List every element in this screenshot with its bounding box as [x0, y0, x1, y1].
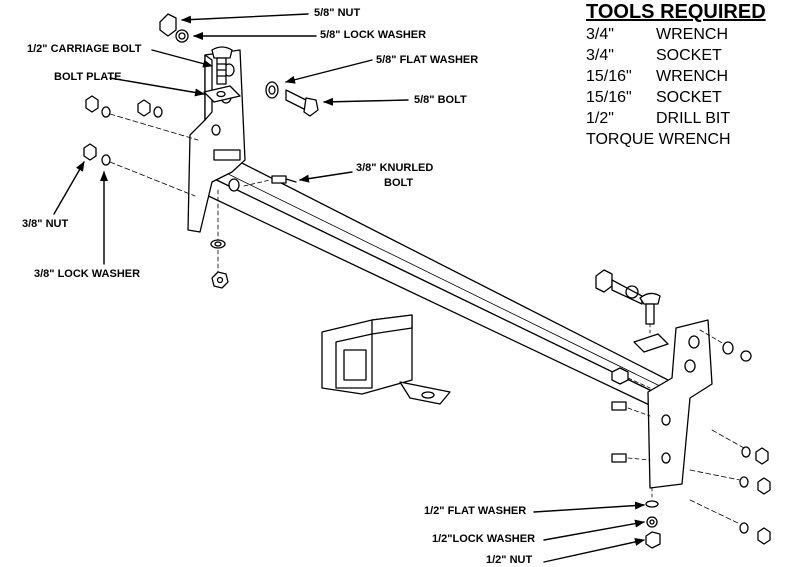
- callout-1-2-lock-washer: 1/2"LOCK WASHER: [432, 533, 536, 545]
- left-top-fasteners: [159, 13, 319, 117]
- tool-name: TORQUE WRENCH: [586, 131, 731, 148]
- callout-3-8-lock-washer: 3/8" LOCK WASHER: [34, 268, 141, 280]
- tool-item: 15/16" WRENCH: [586, 67, 728, 87]
- tool-item: 3/4" WRENCH: [586, 25, 728, 45]
- callout-5-8-lock-washer: 5/8" LOCK WASHER: [320, 29, 427, 41]
- tool-size: 3/4": [586, 47, 614, 64]
- tool-size: 15/16": [586, 68, 632, 85]
- bolt-plate-part: [203, 85, 241, 103]
- left-lower-fasteners: [210, 189, 229, 289]
- tool-item: 3/4" SOCKET: [586, 46, 722, 66]
- callout-1-2-flat-washer: 1/2" FLAT WASHER: [424, 505, 527, 517]
- tools-required-title: TOOLS REQUIRED: [586, 1, 766, 23]
- tool-item: 1/2" DRILL BIT: [586, 109, 730, 129]
- callout-3-8-knurled-bolt-line2: BOLT: [384, 177, 414, 189]
- receiver-box: [321, 314, 451, 405]
- right-top-fasteners: [595, 269, 752, 463]
- tool-name: WRENCH: [656, 26, 728, 43]
- tool-size: 15/16": [586, 89, 632, 106]
- right-bottom-fasteners: [645, 487, 661, 549]
- callout-3-8-knurled-bolt-line1: 3/8" KNURLED: [356, 162, 434, 174]
- left-side-nuts: [83, 95, 297, 197]
- tool-size: 1/2": [586, 110, 614, 127]
- callout-leaders: [53, 13, 645, 563]
- tool-name: SOCKET: [656, 47, 722, 64]
- callout-bolt-plate: BOLT PLATE: [54, 71, 122, 83]
- callout-3-8-nut: 3/8" NUT: [22, 218, 69, 230]
- callout-5-8-flat-washer: 5/8" FLAT WASHER: [376, 54, 479, 66]
- tool-size: 3/4": [586, 26, 614, 43]
- tool-name: WRENCH: [656, 68, 728, 85]
- callout-1-2-nut: 1/2" NUT: [486, 554, 533, 566]
- tool-name: SOCKET: [656, 89, 722, 106]
- callout-5-8-nut: 5/8" NUT: [314, 7, 361, 19]
- tool-item: 15/16" SOCKET: [586, 88, 722, 108]
- right-mounting-bracket: [633, 319, 713, 489]
- callout-5-8-bolt: 5/8" BOLT: [414, 94, 467, 106]
- tool-item: TORQUE WRENCH: [586, 130, 731, 150]
- right-side-nuts: [689, 429, 771, 545]
- tool-name: DRILL BIT: [656, 110, 731, 127]
- callout-1-2-carriage-bolt: 1/2" CARRIAGE BOLT: [27, 43, 142, 55]
